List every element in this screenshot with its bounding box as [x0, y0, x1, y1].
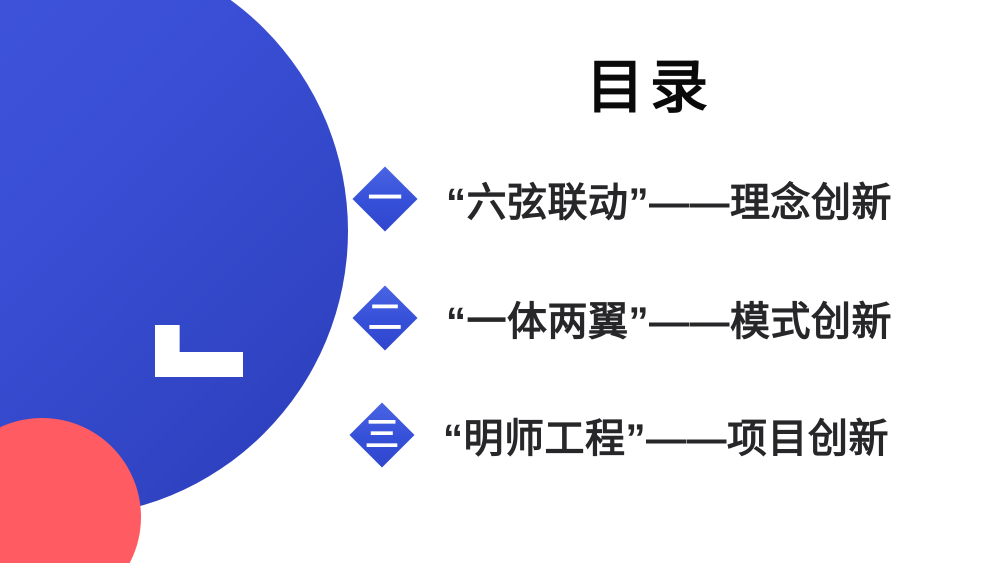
diamond-icon: 一	[352, 166, 418, 232]
toc-marker-2: 二	[352, 285, 418, 351]
toc-marker-1: 一	[352, 166, 418, 232]
toc-item-label: “六弦联动”——理念创新	[446, 181, 892, 225]
toc-marker-3: 三	[349, 402, 415, 468]
toc-item-label: “一体两翼”——模式创新	[446, 300, 892, 344]
toc-item-number: 二	[368, 299, 402, 337]
diamond-icon: 二	[352, 285, 418, 351]
page-title: 目录	[585, 55, 714, 120]
toc-item-number: 一	[368, 180, 402, 218]
toc-item-label: “明师工程”——项目创新	[443, 417, 889, 461]
diamond-icon: 三	[349, 402, 415, 468]
toc-item-2: 二 “一体两翼”——模式创新	[352, 285, 892, 351]
toc-item-1: 一 “六弦联动”——理念创新	[352, 166, 892, 232]
toc-item-number: 三	[365, 416, 399, 454]
toc-item-3: 三 “明师工程”——项目创新	[349, 402, 889, 468]
